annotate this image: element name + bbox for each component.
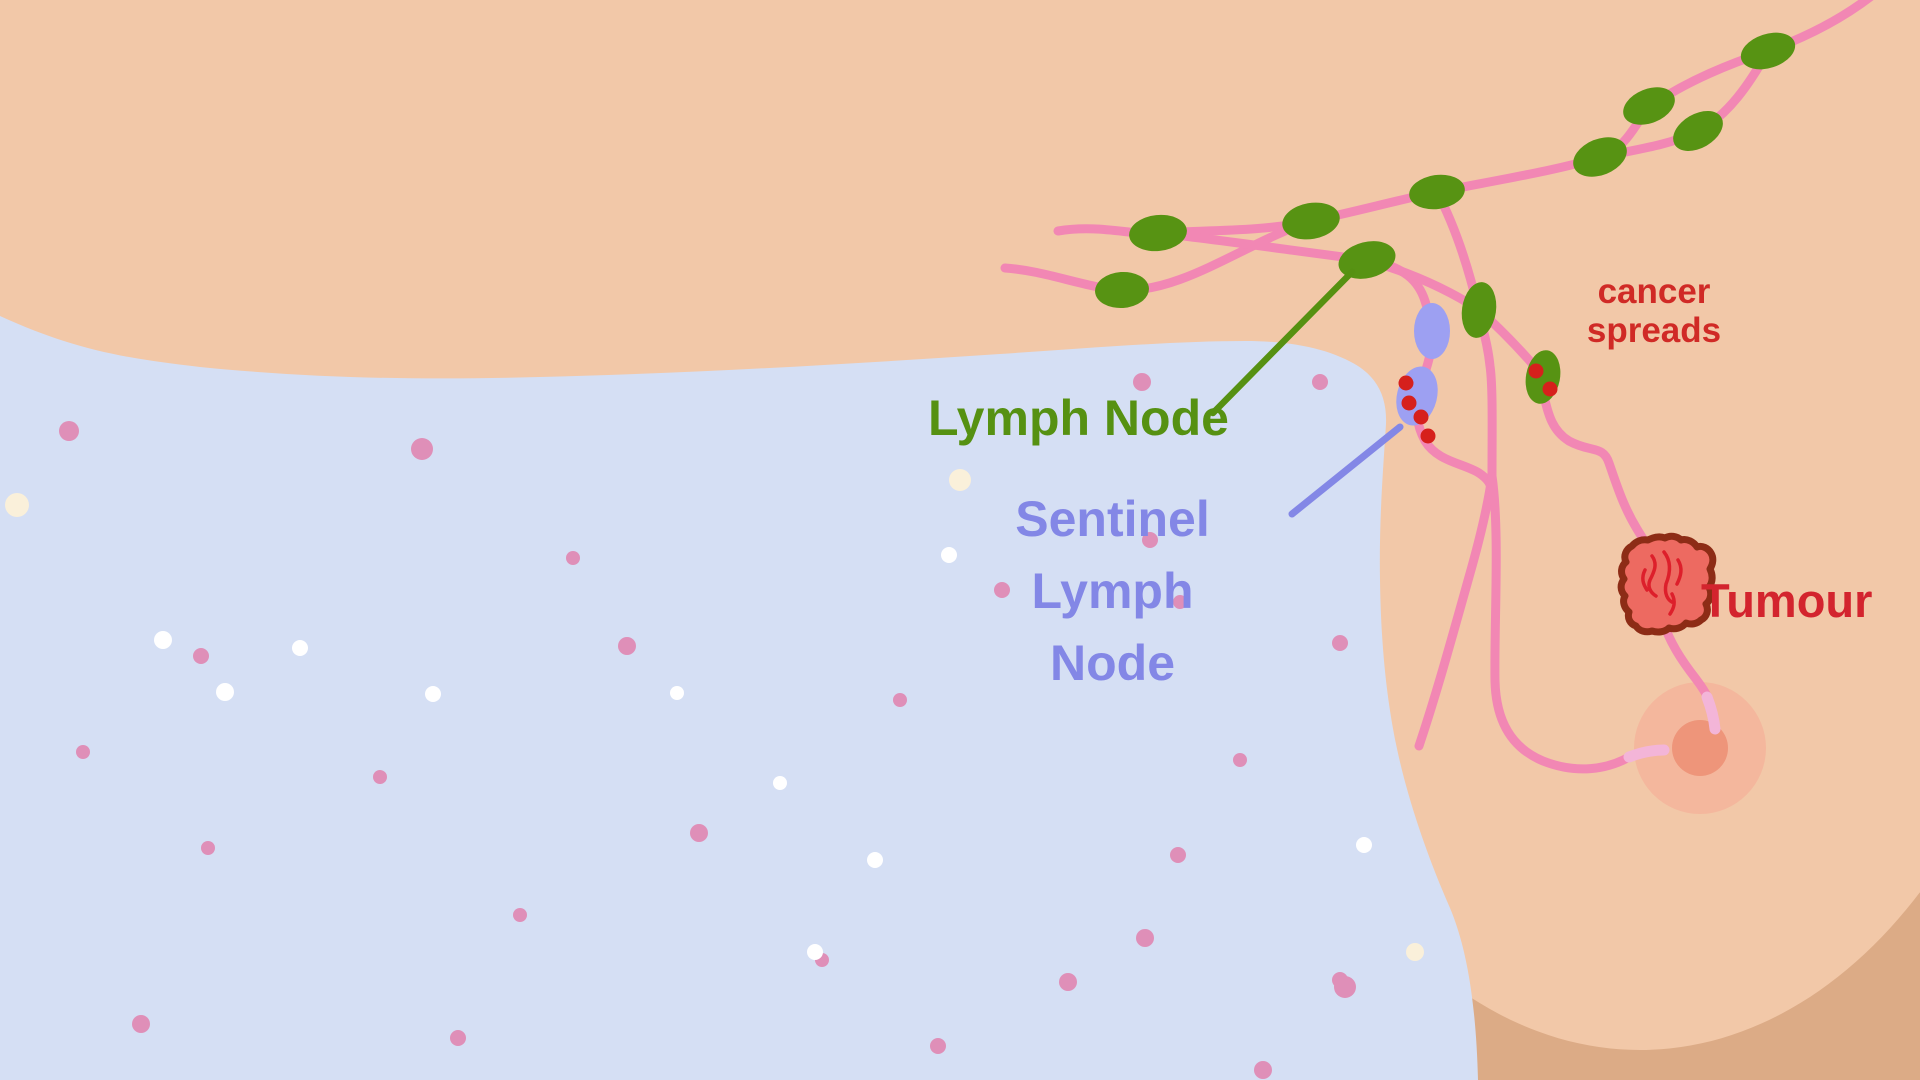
background-dot (154, 631, 172, 649)
background-dot (690, 824, 708, 842)
lymph-node-ellipse (1282, 202, 1340, 240)
background-dot (373, 770, 387, 784)
cancer-cell-dot (1420, 428, 1436, 444)
background-dot (893, 693, 907, 707)
lymph-node-pointer-line (1209, 268, 1356, 417)
sentinel-label-line2: Node (1050, 635, 1175, 691)
cancer-cell-dot (1401, 395, 1417, 411)
background-dot (1170, 847, 1186, 863)
background-dot (292, 640, 308, 656)
background-dot (411, 438, 433, 460)
background-dot (618, 637, 636, 655)
vessel-end (1701, 691, 1721, 735)
background-dot (773, 776, 787, 790)
background-dot (1233, 753, 1247, 767)
background-dot (193, 648, 209, 664)
background-dot (1142, 532, 1158, 548)
tumour-label: Tumour (1701, 574, 1873, 627)
sentinel-lymph-node-label: Sentinel Lymph Node (935, 483, 1290, 699)
background-dot (994, 582, 1010, 598)
tumour-texture (1641, 568, 1649, 592)
lymph-vessel (1053, 187, 1442, 238)
background-dot (941, 547, 957, 563)
lymph-node-ellipse (1673, 111, 1723, 151)
background-dot (1356, 837, 1372, 853)
vessel-end (1623, 744, 1670, 763)
cancer-cell-dot (1528, 363, 1544, 379)
lymph-vessel (1414, 471, 1497, 751)
background-dot (1136, 929, 1154, 947)
cancer-cell-dot (1542, 381, 1558, 397)
lymph-node-ellipse (1740, 32, 1796, 70)
background-dot (59, 421, 79, 441)
background-dot (1173, 595, 1187, 609)
sentinel-node-ellipse (1414, 303, 1450, 359)
tumour-texture (1662, 550, 1674, 604)
cancer-spreads-label: cancer spreads (1553, 272, 1755, 350)
background-dot (1059, 973, 1077, 991)
lymph-node-ellipse (1129, 214, 1187, 252)
background-dot (566, 551, 580, 565)
background-dot (949, 469, 971, 491)
cancer-label-line1: cancer (1597, 272, 1711, 311)
background-dot (201, 841, 215, 855)
background-dot (513, 908, 527, 922)
background-dot (1133, 373, 1151, 391)
background-dot (450, 1030, 466, 1046)
cancer-cell-dot (1413, 409, 1429, 425)
background-dot (1406, 943, 1424, 961)
background-dot (1254, 1061, 1272, 1079)
background-dot (216, 683, 234, 701)
background-dot (76, 745, 90, 759)
background-dot (132, 1015, 150, 1033)
lymph-node-label: Lymph Node (928, 390, 1229, 446)
background-dot (1312, 374, 1328, 390)
sentinel-label-line1: Sentinel Lymph (1015, 491, 1210, 619)
background-dot (5, 493, 29, 517)
background-dot (867, 852, 883, 868)
lymph-node-ellipse (1095, 271, 1149, 309)
background-dot (807, 944, 823, 960)
tumour-texture (1647, 554, 1658, 598)
cancer-label-line2: spreads (1586, 311, 1722, 350)
lymph-node-ellipse (1409, 174, 1465, 210)
cancer-cell-dot (1398, 375, 1414, 391)
tumour-texture (1675, 558, 1683, 586)
lymph-node-ellipse (1461, 282, 1497, 338)
tissue-fluid-region (0, 316, 1478, 1080)
background-dot (1332, 635, 1348, 651)
background-dot (1334, 976, 1356, 998)
sentinel-node-pointer-line (1288, 423, 1404, 518)
lymph-vessel (1487, 471, 1636, 774)
tumour-texture (1668, 592, 1676, 616)
background-dot (670, 686, 684, 700)
background-dot (425, 686, 441, 702)
background-dot (930, 1038, 946, 1054)
lymph-node-ellipse (1623, 87, 1675, 125)
lymph-node-ellipse (1573, 137, 1627, 177)
